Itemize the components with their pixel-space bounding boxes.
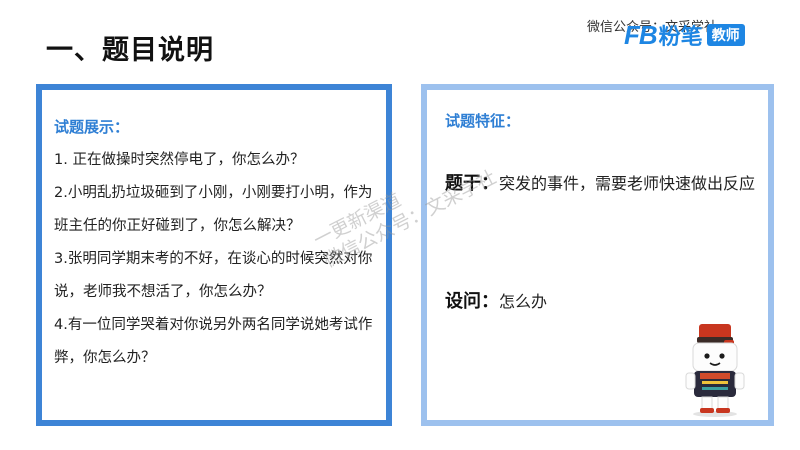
- brand-logo-latin: FB: [624, 19, 658, 50]
- question-features-heading: 试题特征：: [445, 112, 521, 130]
- question-feature: 设问：怎么办: [445, 286, 755, 318]
- stem-label: 题干：: [445, 173, 499, 194]
- question-text: 怎么办: [499, 292, 548, 311]
- brand-logo: FB 粉笔 教师: [624, 19, 745, 50]
- question-item: 3.张明同学期末考的不好，在谈心的时候突然对你说，老师我不想活了，你怎么办？: [54, 251, 373, 300]
- question-display-panel: 试题展示： 1. 正在做操时突然停电了，你怎么办？ 2.小明乱扔垃圾砸到了小刚，…: [36, 84, 392, 426]
- question-item: 2.小明乱扔垃圾砸到了小刚，小刚要打小明，作为班主任的你正好碰到了，你怎么解决？: [54, 185, 373, 234]
- stem-text: 突发的事件，需要老师快速做出反应: [499, 174, 756, 193]
- brand-logo-name: 粉笔: [658, 25, 703, 50]
- question-item: 4.有一位同学哭着对你说另外两名同学说她考试作弊，你怎么办？: [54, 317, 373, 366]
- mascot-character-icon: [685, 324, 745, 417]
- question-display-heading: 试题展示：: [54, 118, 130, 136]
- question-label: 设问：: [445, 291, 499, 312]
- question-item: 1. 正在做操时突然停电了，你怎么办？: [54, 152, 305, 168]
- wechat-account-label: 微信公众号：文采学社: [587, 20, 718, 35]
- brand-badge: 教师: [706, 24, 745, 46]
- page-title: 一、题目说明: [46, 35, 214, 66]
- stem-feature: 题干：突发的事件，需要老师快速做出反应: [445, 168, 755, 200]
